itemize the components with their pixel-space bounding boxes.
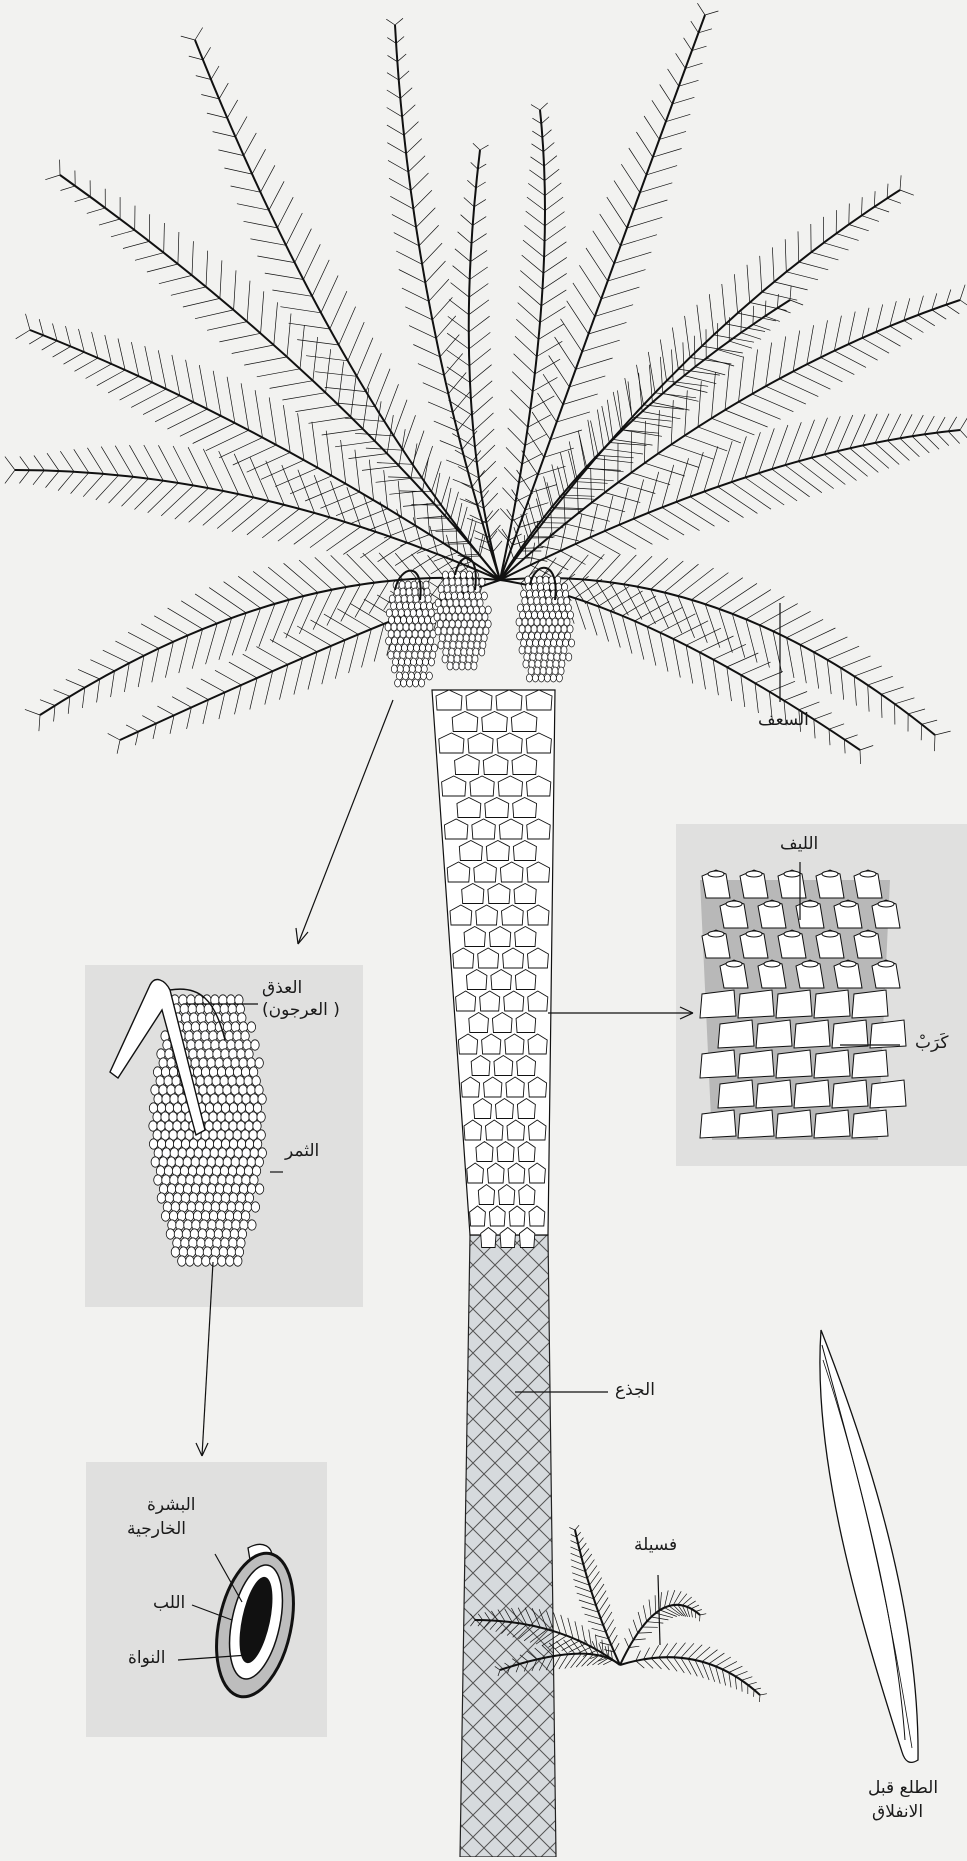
label-offshoot: فسيلة xyxy=(634,1535,677,1556)
fiber-detail-drawing xyxy=(700,870,906,1140)
label-spathe-1: الطلع قبل xyxy=(868,1778,938,1799)
label-outer-skin-1: البشرة xyxy=(147,1495,196,1516)
lower-trunk xyxy=(460,1235,556,1857)
fronds-group xyxy=(5,3,967,764)
label-trunk: الجذع xyxy=(615,1380,655,1401)
label-fruits: الثمر xyxy=(285,1141,319,1162)
date-bunches xyxy=(385,558,575,687)
bunch-arrow xyxy=(298,700,393,944)
label-pulp: اللب xyxy=(153,1593,185,1614)
label-outer-skin-2: الخارجية xyxy=(127,1519,186,1540)
label-bunch-stalk-alt: ( العرجون) xyxy=(262,1000,340,1021)
label-spathe-2: الانفلاق xyxy=(872,1802,923,1823)
label-petiole-bases: كَرَبْ xyxy=(915,1033,948,1054)
label-fronds: السعف xyxy=(758,710,809,731)
upper-trunk xyxy=(432,690,555,1248)
label-pit: النواة xyxy=(128,1648,165,1669)
label-fiber: الليف xyxy=(780,834,818,855)
spathe-drawing xyxy=(820,1330,918,1762)
label-bunch-stalk: العذق xyxy=(262,978,302,999)
